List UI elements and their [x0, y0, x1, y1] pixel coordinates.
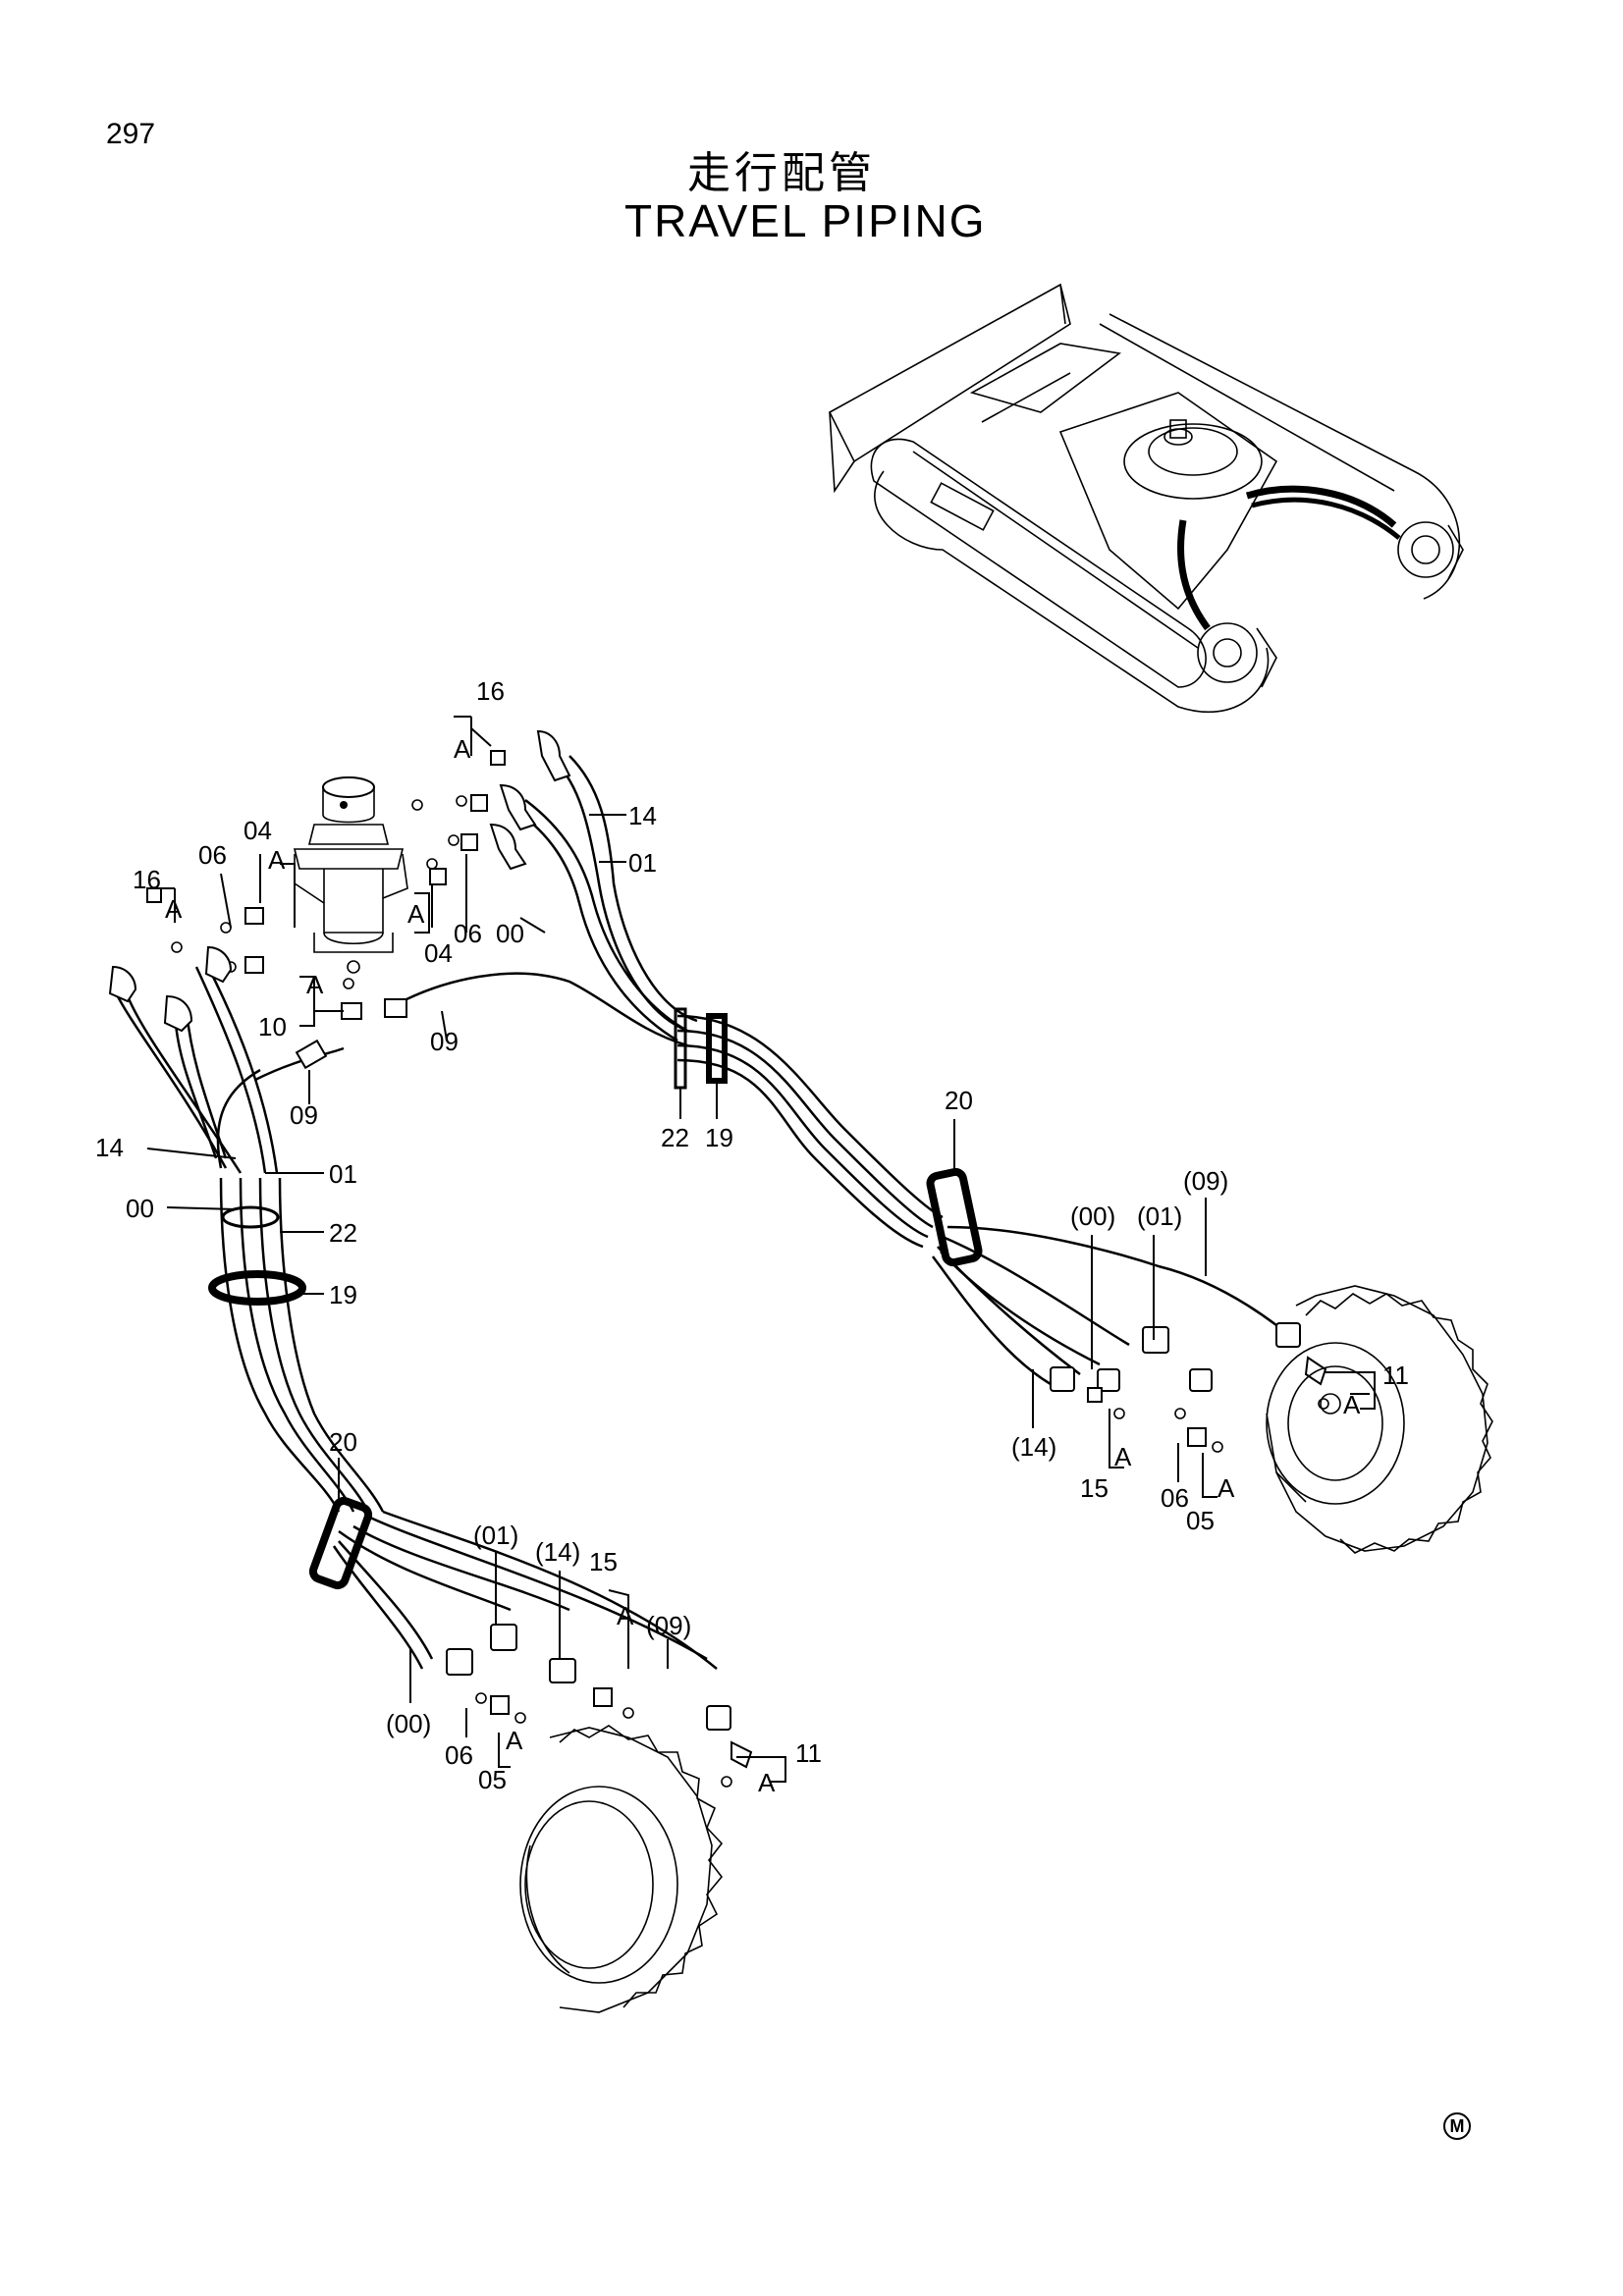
callout-15: 15 [589, 1547, 618, 1576]
page-number: 297 [106, 118, 156, 150]
callout-a: A [1343, 1390, 1361, 1419]
callout-a: A [306, 970, 324, 999]
callout-a: A [1217, 1473, 1235, 1503]
hose-clamps [208, 1007, 983, 1590]
callout-01: 01 [628, 848, 657, 878]
fittings [108, 729, 1329, 1788]
callout-09: (09) [646, 1611, 691, 1640]
callout-04: 04 [424, 938, 453, 968]
callout-10: 10 [258, 1012, 287, 1041]
page-title: TRAVEL PIPING [624, 195, 987, 246]
callout-01: (01) [1137, 1201, 1182, 1231]
callout-14: 14 [628, 801, 657, 830]
callout-a: A [165, 894, 183, 924]
callout-00: 00 [496, 919, 524, 948]
callout-a: A [268, 845, 286, 875]
callout-09: 09 [430, 1027, 459, 1056]
callout-20: 20 [945, 1086, 973, 1115]
callout-00: (00) [386, 1709, 431, 1738]
right-travel-motor [1266, 1285, 1493, 1554]
callout-14: (14) [535, 1537, 580, 1567]
callout-22: 22 [329, 1218, 357, 1248]
callout-a: A [1114, 1442, 1132, 1471]
hydraulic-hoses [111, 755, 1277, 1670]
leader-lines [146, 716, 1376, 1783]
callout-06: 06 [1161, 1483, 1189, 1513]
callout-a: A [407, 899, 425, 929]
callout-00: (00) [1070, 1201, 1115, 1231]
callout-04: 04 [243, 816, 272, 845]
callout-a: A [506, 1726, 523, 1755]
callout-01: 01 [329, 1159, 357, 1189]
page-title-japanese: 走行配管 [687, 148, 876, 198]
callout-16: 16 [476, 676, 505, 706]
callout-20: 20 [329, 1427, 357, 1457]
callout-11: 11 [795, 1738, 822, 1768]
callout-06: 06 [454, 919, 482, 948]
callout-19: 19 [705, 1123, 733, 1152]
callout-01: (01) [473, 1521, 518, 1550]
callout-06: 06 [198, 840, 227, 870]
callout-22: 22 [661, 1123, 689, 1152]
left-travel-motor [519, 1725, 724, 2013]
callout-a: A [758, 1768, 776, 1797]
callout-05: 05 [1186, 1506, 1215, 1535]
callout-06: 06 [445, 1740, 473, 1770]
callout-09: (09) [1183, 1166, 1228, 1196]
callout-14: (14) [1011, 1432, 1056, 1462]
callout-19: 19 [329, 1280, 357, 1309]
callout-16: 16 [133, 865, 161, 894]
undercarriage-inset [828, 283, 1464, 713]
callout-00: 00 [126, 1194, 154, 1223]
manufacturer-mark: M [1443, 2112, 1471, 2140]
callout-11: 11 [1382, 1361, 1409, 1390]
center-joint [293, 776, 408, 974]
callout-14: 14 [95, 1133, 124, 1162]
callout-a: A [454, 734, 471, 764]
callout-15: 15 [1080, 1473, 1109, 1503]
callout-labels: 16 A 14 01 06 00 04 A 16 A 06 04 A 10 A … [95, 676, 1409, 1797]
callout-05: 05 [478, 1765, 507, 1794]
callout-09: 09 [290, 1100, 318, 1130]
callout-a: A [617, 1601, 634, 1630]
